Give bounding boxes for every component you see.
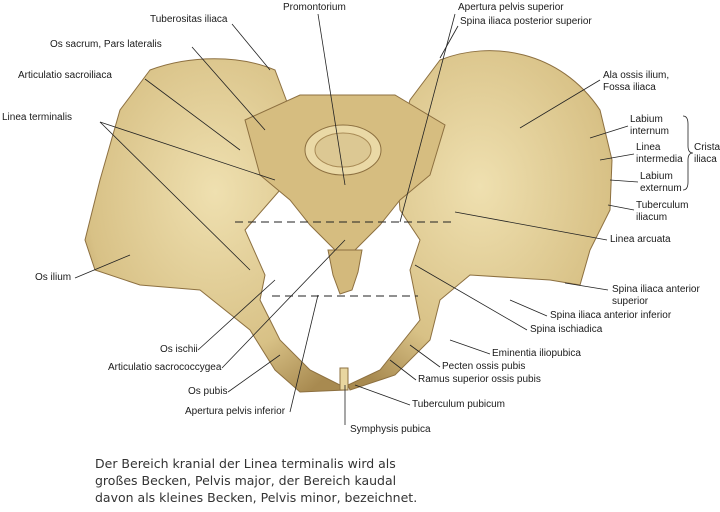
tuberculum-iliacum-2: iliacum — [636, 212, 668, 223]
spina-ant-sup-1: Spina iliaca anterior — [612, 284, 700, 295]
label-os-sacrum: Os sacrum, Pars lateralis — [50, 39, 162, 50]
label-symphysis-pubica: Symphysis pubica — [350, 424, 431, 435]
label-articulatio-sacroiliaca: Articulatio sacroiliaca — [18, 70, 112, 81]
label-os-pubis: Os pubis — [188, 386, 228, 397]
label-ramus-superior: Ramus superior ossis pubis — [418, 374, 541, 385]
label-spina-posterior-superior: Spina iliaca posterior superior — [460, 16, 592, 27]
spina-ant-sup-2: superior — [612, 296, 649, 307]
label-linea-arcuata: Linea arcuata — [610, 234, 671, 245]
linea-intermedia-2: intermedia — [636, 154, 683, 165]
label-spina-ischiadica: Spina ischiadica — [530, 324, 603, 335]
linea-intermedia-1: Linea — [636, 142, 661, 153]
label-tuberculum-pubicum: Tuberculum pubicum — [412, 399, 506, 410]
labium-internum-2: internum — [630, 126, 669, 137]
labium-externum-1: Labium — [640, 171, 673, 182]
label-pecten-ossis-pubis: Pecten ossis pubis — [442, 361, 526, 372]
label-eminentia-iliopubica: Eminentia iliopubica — [492, 348, 581, 359]
crista-1: Crista — [694, 142, 720, 153]
label-apertura-inferior: Apertura pelvis inferior — [185, 406, 286, 417]
label-apertura-superior: Apertura pelvis superior — [458, 2, 564, 13]
tuberculum-iliacum-1: Tuberculum — [636, 200, 689, 211]
labium-internum-1: Labium — [630, 114, 663, 125]
symphysis-shape — [339, 367, 349, 391]
ala-line-2: Fossa iliaca — [603, 82, 656, 93]
caption-line-3: davon als kleines Becken, Pelvis minor, … — [95, 490, 418, 505]
crista-2: iliaca — [694, 154, 717, 165]
label-ala-ossis-ilium: Ala ossis ilium,Fossa iliaca — [603, 70, 669, 94]
caption-line-2: großes Becken, Pelvis major, der Bereich… — [95, 473, 397, 488]
vertebral-disc — [314, 132, 372, 168]
label-articulatio-sacrococcygea: Articulatio sacrococcygea — [108, 362, 222, 373]
leader-lines — [74, 13, 694, 425]
label-tuberositas-iliaca: Tuberositas iliaca — [150, 14, 228, 25]
caption-line-1: Der Bereich kranial der Linea terminalis… — [95, 456, 396, 471]
coccyx — [327, 249, 363, 295]
label-os-ischii: Os ischii — [160, 344, 198, 355]
label-os-ilium: Os ilium — [35, 272, 72, 283]
labium-externum-2: externum — [640, 183, 682, 194]
label-spina-anterior-inferior: Spina iliaca anterior inferior — [550, 310, 672, 321]
crista-brace — [682, 115, 694, 191]
label-promontorium: Promontorium — [283, 2, 346, 13]
caption: Der Bereich kranial der Linea terminalis… — [95, 455, 417, 506]
label-linea-terminalis: Linea terminalis — [2, 112, 73, 123]
ala-line-1: Ala ossis ilium, — [603, 70, 670, 81]
